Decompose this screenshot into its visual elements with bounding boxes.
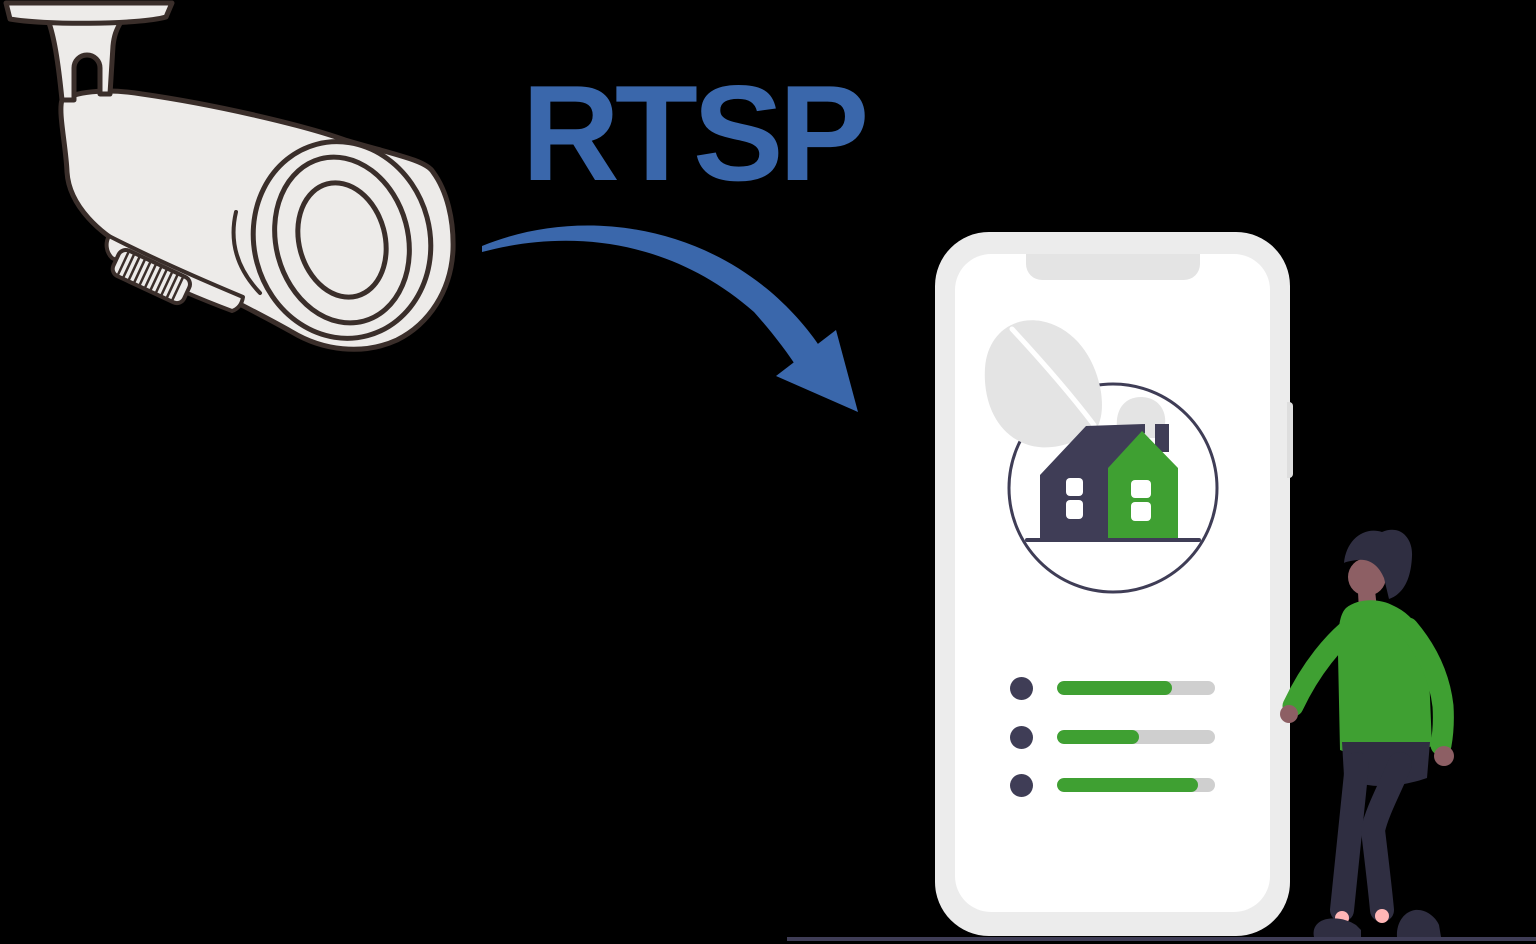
arrow-shaft [482,225,822,372]
camera-mount-plate [3,0,175,26]
progress-fill [1057,730,1140,744]
progress-row [1010,773,1215,797]
ground-line [787,937,1536,941]
phone-side-button [1287,402,1293,478]
arrow-head [776,330,858,412]
person-back-leg [1360,752,1412,922]
camera-focus-ring [110,247,192,306]
person-front-leg [1330,752,1369,922]
person-back-ankle [1375,909,1389,923]
bullet-dot-icon [1010,676,1033,700]
progress-fill [1057,681,1173,695]
person-illustration [1280,529,1454,937]
camera-mount-arm [45,17,125,103]
bullet-dot-icon [1010,773,1033,797]
stream-flow-arrow-icon [482,225,858,412]
window-icon [1131,480,1151,498]
progress-track [1057,778,1215,792]
smart-home-app-logo [984,320,1219,594]
person-front-shoe [1313,918,1361,937]
leaf-vein [1009,326,1097,428]
progress-row [1010,725,1215,749]
camera-seam [231,210,262,295]
progress-fill [1057,778,1198,792]
person-face [1348,558,1386,596]
person-back-shoe [1396,909,1441,937]
cctv-camera-icon [3,0,456,352]
bullet-dot-icon [1010,725,1033,749]
rtsp-protocol-label: RTSP [521,57,870,209]
smartphone [935,232,1293,936]
window-icon [1066,478,1083,496]
person-right-hand [1434,746,1454,766]
person-left-hand [1280,705,1298,723]
leaf-icon [984,320,1102,448]
logo-circle-icon [1007,382,1219,594]
window-icon [1066,500,1083,519]
chimney-icon [1155,424,1169,452]
progress-row [1010,676,1215,700]
phone-notch [1025,254,1200,280]
progress-track [1057,681,1215,695]
camera-lens [250,139,434,341]
progress-track [1057,730,1215,744]
window-icon [1131,502,1151,521]
person-right-arm [1397,617,1454,756]
person-hair [1344,529,1413,599]
